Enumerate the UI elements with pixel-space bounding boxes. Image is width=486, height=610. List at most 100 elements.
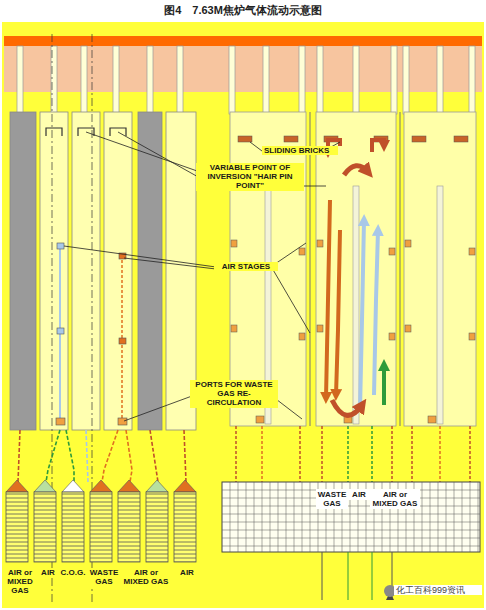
flue-stem <box>113 46 119 114</box>
regenerator-cap <box>90 480 112 492</box>
air-stage-port <box>389 248 395 255</box>
grid-line <box>230 482 231 552</box>
u-turn-arrow <box>332 400 362 415</box>
heating-flue <box>40 112 68 430</box>
regenerator-chequer <box>34 492 56 562</box>
grid-line <box>270 482 271 552</box>
leader-line <box>118 132 200 178</box>
sole-flue-line <box>348 552 349 600</box>
flue-stem <box>81 46 87 114</box>
callout-label: AIR STAGES <box>214 262 278 271</box>
callout-label: PORTS FOR WASTE GAS RE-CIRCULATION <box>190 380 278 408</box>
grid-line <box>478 482 479 552</box>
air-stage-port <box>469 333 475 340</box>
duct-line <box>469 426 471 482</box>
roof-peach-band <box>4 46 482 92</box>
callout-label: VARIABLE POINT OF INVERSION "HAIR PIN PO… <box>196 163 304 191</box>
duct-line <box>86 430 88 482</box>
duct-line <box>371 426 373 482</box>
flow-arrow <box>374 230 378 395</box>
flow-label: AIR or MIXED GAS <box>122 568 170 586</box>
regenerator-chequer <box>146 492 168 562</box>
regenerator-cap <box>6 480 28 492</box>
grid-line <box>430 482 431 552</box>
air-stage-port <box>57 243 64 249</box>
flue-stem <box>177 46 183 114</box>
sole-flue-line <box>372 552 373 600</box>
recirculation-port <box>428 416 436 423</box>
regenerator-chequer <box>174 492 196 562</box>
grid-line <box>462 482 463 552</box>
flow-label: AIR <box>348 489 370 500</box>
heating-flue <box>104 112 132 430</box>
grid-line <box>222 538 480 539</box>
sole-flue-line <box>322 552 323 600</box>
flue-stem <box>469 46 475 114</box>
air-stage-port <box>405 240 411 247</box>
grid-line <box>438 482 439 552</box>
flow-label: AIR or MIXED GAS <box>2 568 38 596</box>
hair-pin-marker <box>46 128 62 136</box>
recirculation-port <box>256 416 264 423</box>
flow-label: AIR <box>38 568 58 577</box>
flow-label: WASTE GAS <box>316 489 348 509</box>
coke-chamber <box>10 112 36 430</box>
flue-stem <box>263 46 269 114</box>
duct-line <box>261 426 263 482</box>
air-stage-port <box>231 240 237 247</box>
flue-stem <box>317 46 323 114</box>
duct-line <box>347 426 349 482</box>
regenerator-chequer <box>6 492 28 562</box>
grid-line <box>222 546 480 547</box>
flue-stem <box>299 46 305 114</box>
leader-line <box>124 258 216 269</box>
regenerator-chequer <box>90 492 112 562</box>
grid-line <box>454 482 455 552</box>
grid-line <box>222 514 480 515</box>
duct-line <box>411 426 413 482</box>
grid-line <box>238 482 239 552</box>
watermark: 化工百科999资讯 <box>394 585 482 595</box>
flow-label: WASTE GAS <box>88 568 120 586</box>
heating-flue <box>72 112 100 430</box>
coke-chamber <box>138 112 162 430</box>
grid-line <box>222 522 480 523</box>
duct-line <box>439 426 441 482</box>
grid-line <box>470 482 471 552</box>
grid-line <box>310 482 311 552</box>
flow-label: AIR or MIXED GAS <box>370 489 420 509</box>
heating-wall <box>404 112 476 426</box>
leader-line <box>64 246 216 267</box>
air-stage-port <box>299 333 305 340</box>
grid-line <box>246 482 247 552</box>
recirculation-port <box>118 418 127 425</box>
sliding-brick <box>284 136 298 142</box>
flow-arrow <box>336 230 340 395</box>
wall-partition <box>437 186 443 424</box>
grid-line <box>294 482 295 552</box>
flow-arrow <box>382 365 386 405</box>
regenerator-chequer <box>62 492 84 562</box>
wall-divider <box>400 112 401 426</box>
callout-label: SLIDING BRICKS <box>262 146 338 155</box>
grid-line <box>222 530 480 531</box>
air-stage-port <box>119 338 126 344</box>
flow-arrow <box>360 220 364 410</box>
air-stage-port <box>231 325 237 332</box>
duct-line <box>126 430 132 482</box>
regenerator-cap <box>146 480 168 492</box>
duct-line <box>102 430 118 482</box>
flue-stem <box>391 46 397 114</box>
duct-line <box>391 426 393 482</box>
grid-line <box>302 482 303 552</box>
grid-line <box>446 482 447 552</box>
figure-title: 图4 7.63M焦炉气体流动示意图 <box>0 3 486 18</box>
recirculation-port <box>56 418 65 425</box>
sliding-brick <box>412 136 426 142</box>
flue-stem <box>353 46 359 114</box>
duct-line <box>321 426 323 482</box>
grid-line <box>286 482 287 552</box>
yellow-ground <box>2 22 484 608</box>
